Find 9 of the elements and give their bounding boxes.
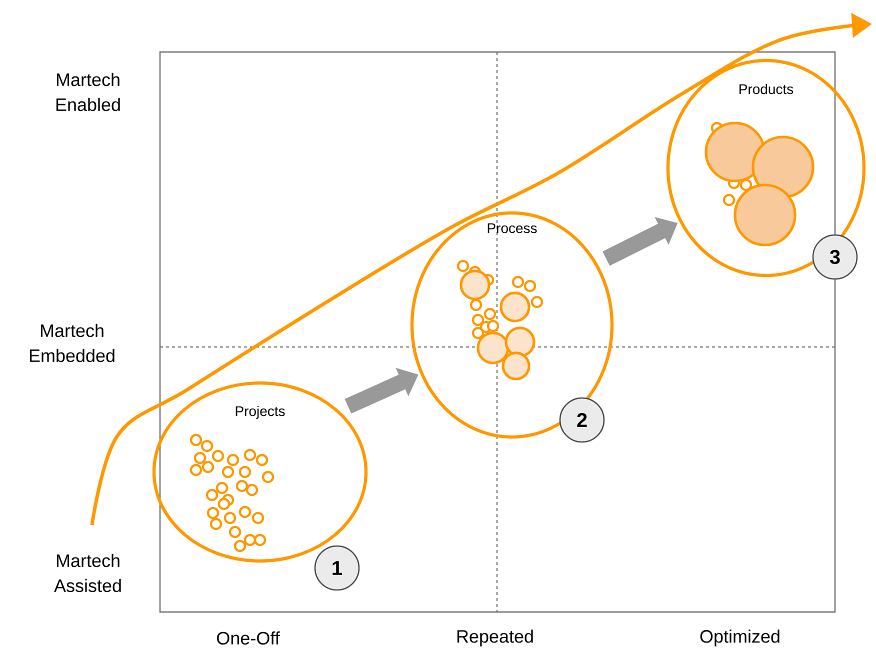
axis-label: Martech Enabled	[56, 72, 120, 112]
axis-label: One-Off	[217, 631, 280, 645]
callout-number: 2	[559, 397, 605, 443]
callout-number: 3	[812, 234, 858, 280]
axis-label: Martech Assisted	[54, 554, 121, 592]
axis-label: Repeated	[457, 630, 533, 646]
callout-number: 1	[314, 545, 360, 591]
axis-label: Optimized	[700, 630, 780, 646]
axis-label: Martech Embedded	[30, 324, 114, 362]
